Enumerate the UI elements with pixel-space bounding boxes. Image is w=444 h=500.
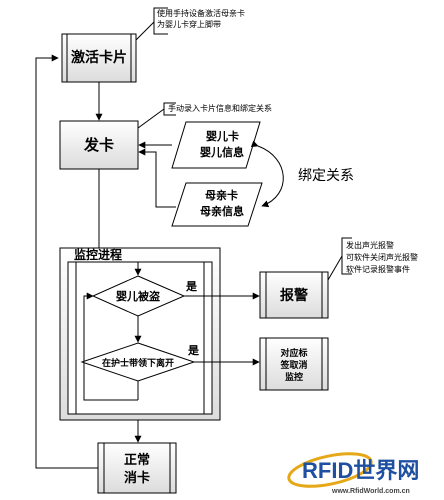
- activate-note-line-2: 为婴儿卡穿上脚带: [157, 19, 221, 29]
- issue-note-text: 手动录入卡片信息和绑定关系: [168, 103, 272, 113]
- monitoring-container: 监控进程: [59, 247, 221, 421]
- baby-card-line-2: 婴儿信息: [200, 145, 244, 159]
- activate-card-box: 激活卡片: [61, 33, 137, 83]
- mother-card-line-1: 母亲卡: [205, 188, 238, 202]
- alarm-note-line-3: 软件记录报警事件: [346, 264, 410, 274]
- leave-with-nurse-decision: 在护士带领下离开: [80, 342, 196, 382]
- inner-loop-edge: [83, 292, 138, 401]
- normal-cancel-box: 正常 消卡: [97, 442, 177, 494]
- binding-label: 绑定关系: [298, 168, 354, 184]
- issue-card-label: 发卡: [83, 136, 114, 154]
- baby-card-shape: 婴儿卡 婴儿信息: [171, 121, 261, 169]
- yes-stolen-label: 是: [185, 280, 198, 293]
- alarm-label: 报警: [280, 287, 308, 304]
- loopback-edge: [35, 54, 98, 469]
- issue-card-box: 发卡: [59, 120, 139, 170]
- logo-brand: RFID世界网: [302, 458, 419, 483]
- issue-note: 手动录入卡片信息和绑定关系: [137, 102, 272, 129]
- activate-card-label: 激活卡片: [71, 49, 127, 66]
- monitoring-label: 监控进程: [74, 247, 122, 262]
- normal-cancel-line-2: 消卡: [124, 470, 150, 486]
- cancel-monitor-line-3: 监控: [285, 371, 303, 383]
- rfid-world-logo: RFID世界网 www.RfidWorld.com.cn: [287, 452, 419, 495]
- edge-mother-to-issue: [138, 148, 176, 208]
- mother-card-line-2: 母亲信息: [200, 204, 244, 218]
- logo-url: www.RfidWorld.com.cn: [331, 488, 410, 495]
- alarm-box: 报警: [259, 271, 329, 319]
- alarm-note-line-1: 发出声光报警: [346, 240, 394, 250]
- cancel-monitor-line-1: 对应标: [280, 347, 307, 359]
- baby-card-line-1: 婴儿卡: [206, 129, 239, 143]
- activate-note: 使用手持设备激活母亲卡 为婴儿卡穿上脚带: [135, 7, 245, 41]
- leave-with-nurse-label: 在护士带领下离开: [102, 357, 174, 369]
- cancel-monitor-box: 对应标 签取消 监控: [259, 337, 329, 391]
- yes-leave-label: 是: [187, 344, 200, 357]
- normal-cancel-line-1: 正常: [124, 452, 150, 468]
- mother-card-shape: 母亲卡 母亲信息: [171, 182, 263, 227]
- activate-note-line-1: 使用手持设备激活母亲卡: [157, 8, 245, 18]
- cancel-monitor-line-2: 签取消: [279, 359, 307, 371]
- alarm-note-line-2: 可软件关闭声光报警: [346, 252, 418, 262]
- binding-arc: 绑定关系: [250, 140, 354, 208]
- baby-stolen-label: 婴儿被盗: [116, 289, 160, 303]
- alarm-note: 发出声光报警 可软件关闭声光报警 软件记录报警事件: [327, 237, 418, 281]
